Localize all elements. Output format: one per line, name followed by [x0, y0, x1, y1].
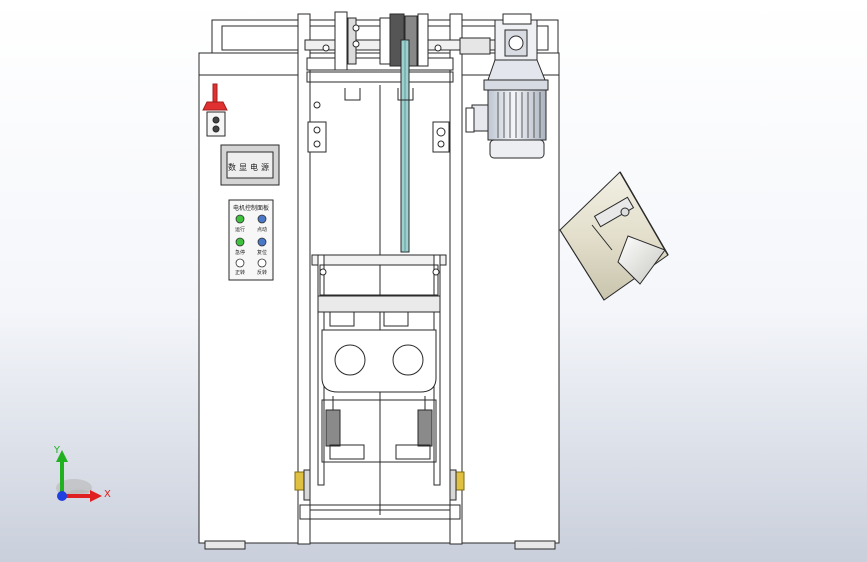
y-axis-arrowhead	[56, 450, 68, 462]
control-button-label: 复位	[257, 249, 267, 256]
control-button-label: 运行	[235, 226, 245, 233]
axis-triad[interactable]: Y X	[53, 445, 111, 502]
display-panel-label: 数显电源	[228, 162, 272, 172]
lift-carriage	[311, 254, 447, 486]
control-button	[257, 258, 267, 268]
hanger-hooks	[344, 88, 414, 101]
control-button-label: 正转	[235, 269, 245, 276]
feed-hopper	[559, 171, 669, 301]
alarm-light	[202, 83, 228, 137]
control-button	[235, 258, 245, 268]
control-button	[235, 237, 245, 247]
display-panel	[220, 144, 280, 186]
guide-rollers	[294, 469, 465, 501]
x-axis-arrowhead	[90, 490, 102, 502]
control-button-label: 反转	[257, 269, 267, 276]
guide-bar	[400, 39, 410, 253]
control-button	[257, 214, 267, 224]
control-button	[257, 237, 267, 247]
gearbox	[487, 13, 546, 81]
control-button-label: 点动	[257, 226, 267, 233]
y-axis-label: Y	[53, 445, 61, 456]
side-brackets	[307, 101, 475, 153]
control-button	[235, 214, 245, 224]
control-panel-title: 电机控制面板	[233, 204, 269, 212]
z-axis-dot	[57, 491, 67, 501]
x-axis-label: X	[104, 489, 111, 500]
control-buttons: 运行 点动 急停 复位 正转 反转	[235, 214, 267, 276]
control-button-label: 急停	[235, 249, 245, 256]
control-panel	[228, 199, 274, 281]
electric-motor	[471, 79, 549, 159]
